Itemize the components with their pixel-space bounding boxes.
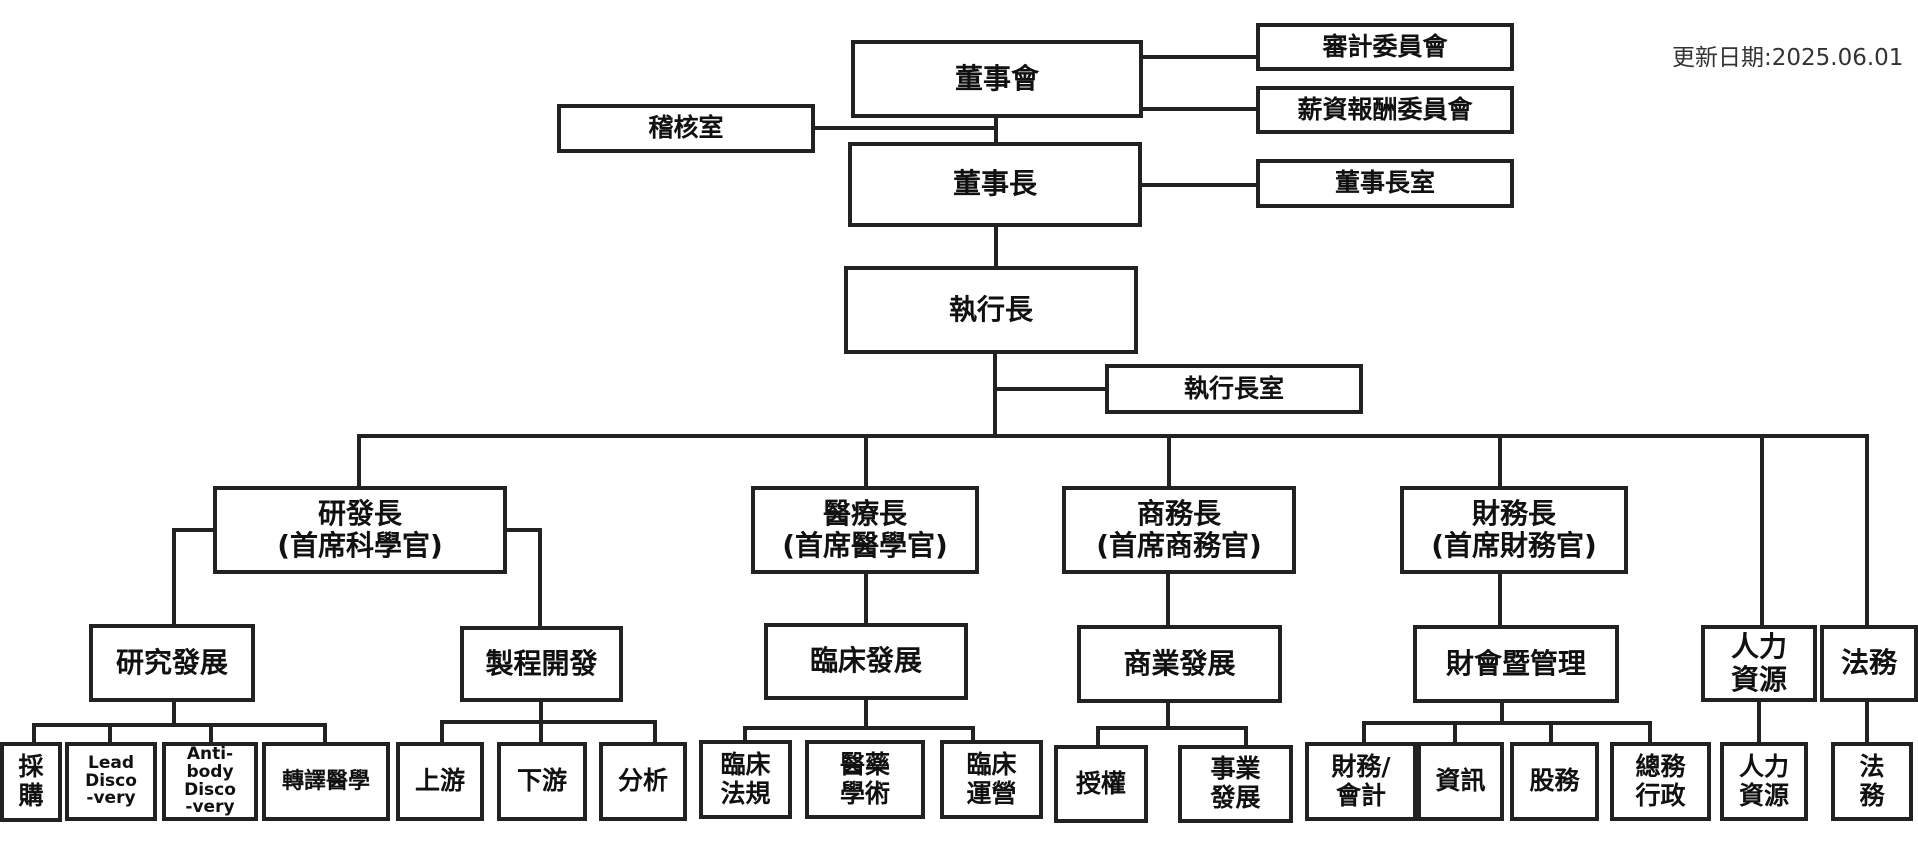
- ceo-box: 執行長: [844, 266, 1138, 354]
- connector-line: [1141, 55, 1259, 59]
- connector-line: [994, 225, 998, 268]
- connector-line: [209, 723, 213, 744]
- connector-line: [994, 117, 998, 144]
- process-box: 製程開發: [460, 626, 623, 702]
- antibody-discovery-box: Anti- body Disco -very: [162, 742, 258, 821]
- connector-line: [1498, 572, 1502, 627]
- medical-affairs-box: 醫藥 學術: [805, 740, 925, 819]
- connector-line: [1757, 700, 1761, 743]
- connector-line: [1244, 726, 1248, 747]
- connector-line: [108, 723, 112, 744]
- connector-line: [1500, 701, 1504, 723]
- research-box: 研究發展: [89, 624, 255, 702]
- chairman-office-box: 董事長室: [1256, 159, 1514, 208]
- it-box: 資訊: [1417, 742, 1504, 821]
- connector-line: [864, 698, 868, 728]
- upstream-box: 上游: [396, 742, 484, 821]
- cbo-box: 商務長 (首席商務官): [1062, 486, 1296, 574]
- connector-line: [1549, 721, 1553, 743]
- connector-line: [1362, 721, 1652, 725]
- connector-line: [1096, 726, 1248, 730]
- connector-line: [172, 528, 176, 626]
- ceo-office-box: 執行長室: [1105, 364, 1363, 414]
- stock-affairs-box: 股務: [1510, 742, 1599, 821]
- connector-line: [1166, 572, 1170, 627]
- connector-line: [1166, 701, 1170, 728]
- cso-box: 研發長 (首席科學官): [213, 486, 507, 574]
- connector-line: [538, 528, 542, 626]
- legal-box: 法務: [1820, 625, 1918, 702]
- lead-discovery-box: Lead Disco -very: [65, 742, 157, 821]
- downstream-box: 下游: [497, 742, 587, 821]
- connector-line: [440, 720, 657, 724]
- clinical-regulatory-box: 臨床 法規: [699, 740, 792, 819]
- chairman-box: 董事長: [848, 142, 1142, 227]
- connector-line: [1453, 721, 1457, 743]
- connector-line: [1096, 726, 1100, 747]
- connector-line: [864, 434, 868, 489]
- hr-box: 人力 資源: [1701, 625, 1817, 702]
- connector-line: [1865, 700, 1869, 743]
- connector-line: [172, 700, 176, 726]
- connector-line: [971, 726, 975, 742]
- biz-dev-box: 事業 發展: [1178, 745, 1293, 823]
- connector-line: [1865, 434, 1869, 628]
- audit-committee-box: 審計委員會: [1256, 23, 1514, 71]
- connector-line: [743, 726, 747, 742]
- connector-line: [1362, 721, 1366, 743]
- finance-mgmt-box: 財會暨管理: [1413, 625, 1619, 703]
- connector-line: [504, 528, 542, 532]
- connector-line: [993, 352, 997, 438]
- legal-sub-box: 法 務: [1831, 742, 1913, 821]
- connector-line: [1648, 721, 1652, 743]
- cmo-box: 醫療長 (首席醫學官): [751, 486, 979, 574]
- connector-line: [539, 699, 543, 722]
- connector-line: [172, 528, 215, 532]
- general-admin-box: 總務 行政: [1610, 742, 1711, 821]
- connector-line: [1760, 434, 1764, 628]
- update-date: 更新日期:2025.06.01: [1672, 45, 1904, 71]
- clinical-ops-box: 臨床 運營: [940, 740, 1043, 819]
- connector-line: [32, 723, 327, 727]
- connector-line: [32, 723, 36, 744]
- connector-line: [539, 720, 543, 744]
- connector-line: [1141, 107, 1259, 111]
- connector-line: [995, 387, 1108, 391]
- clinical-box: 臨床發展: [764, 623, 968, 700]
- connector-line: [653, 720, 657, 744]
- analysis-box: 分析: [599, 742, 687, 821]
- connector-line: [813, 126, 996, 130]
- connector-line: [1498, 434, 1502, 489]
- compensation-committee-box: 薪資報酬委員會: [1256, 86, 1514, 134]
- connector-line: [357, 434, 1868, 438]
- connector-line: [357, 434, 361, 489]
- connector-line: [743, 726, 975, 730]
- hr-sub-box: 人力 資源: [1720, 742, 1808, 821]
- audit-office-box: 稽核室: [557, 104, 815, 153]
- procurement-box: 採 購: [0, 742, 62, 822]
- connector-line: [323, 723, 327, 744]
- connector-line: [1141, 183, 1259, 187]
- business-box: 商業發展: [1077, 625, 1282, 703]
- licensing-box: 授權: [1054, 745, 1148, 823]
- cfo-box: 財務長 (首席財務官): [1400, 486, 1628, 574]
- translational-box: 轉譯醫學: [262, 742, 390, 821]
- board-box: 董事會: [851, 40, 1143, 118]
- finance-accounting-box: 財務/ 會計: [1305, 742, 1417, 821]
- connector-line: [440, 720, 444, 744]
- connector-line: [864, 572, 868, 625]
- connector-line: [1167, 434, 1171, 489]
